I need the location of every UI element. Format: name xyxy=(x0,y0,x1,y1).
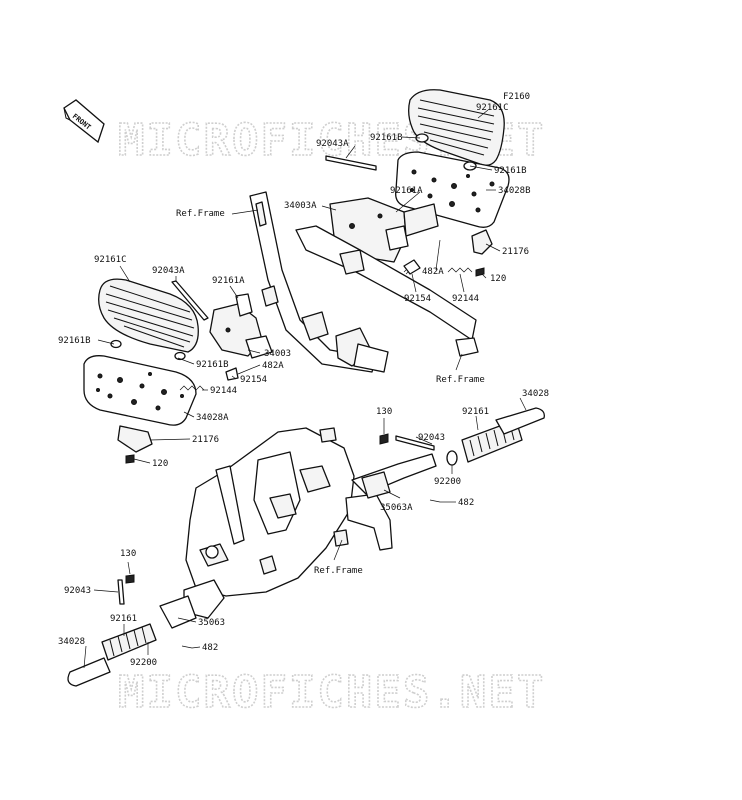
bolt-92154-top xyxy=(403,259,421,275)
callout-482a-top: 482A xyxy=(422,267,444,277)
footpeg-bracket-35063a xyxy=(351,453,437,499)
bolt-130-right xyxy=(379,433,389,445)
bracket-34003 xyxy=(209,293,273,359)
callout-92043a-left: 92043A xyxy=(152,266,185,276)
callout-482-right: 482 xyxy=(458,498,474,508)
cotter-pin-482-right xyxy=(429,499,441,503)
floorboard-left-base xyxy=(83,355,197,426)
callout-35063: 35063 xyxy=(198,618,225,628)
callout-482a-left: 482A xyxy=(262,361,284,371)
bracket-21176-right xyxy=(471,229,493,255)
bolt-92154-left xyxy=(225,367,239,381)
front-arrow-icon: FRONT xyxy=(63,99,105,144)
callout-92161-left: 92161 xyxy=(110,614,137,624)
pin-92043a-left xyxy=(171,280,209,321)
footpeg-34028-left xyxy=(67,657,111,687)
callout-92161a-left: 92161A xyxy=(212,276,245,286)
callout-92161c-right: 92161C xyxy=(476,103,509,113)
cotter-pin-482-left xyxy=(181,645,193,649)
spring-92144-top xyxy=(447,267,473,273)
callout-92161b-right-top: 92161B xyxy=(370,133,403,143)
pin-92043a-top xyxy=(325,155,377,171)
callout-ref-frame-right: Ref.Frame xyxy=(436,375,485,385)
footpeg-34028-right xyxy=(495,407,545,435)
washer-92200-right xyxy=(446,450,458,466)
frame-lower xyxy=(183,427,393,619)
callout-92043-left: 92043 xyxy=(64,586,91,596)
footpeg-rubber-92161-left xyxy=(101,623,157,661)
callout-92200-left: 92200 xyxy=(130,658,157,668)
callout-92161c-left: 92161C xyxy=(94,255,127,265)
callout-ref-frame-lower: Ref.Frame xyxy=(314,566,363,576)
bolt-130-left xyxy=(125,574,135,584)
pin-92043-right xyxy=(395,435,435,451)
callout-92144-left: 92144 xyxy=(210,386,237,396)
watermark-bottom: MICROFICHES.NET xyxy=(118,667,545,718)
callout-130-left: 130 xyxy=(120,549,136,559)
frame-upper xyxy=(249,191,479,373)
bracket-34003a xyxy=(329,197,439,263)
callout-120-right: 120 xyxy=(490,274,506,284)
callout-92200-right: 92200 xyxy=(434,477,461,487)
floorboard-left-pad xyxy=(98,278,199,353)
callout-92154-top: 92154 xyxy=(404,294,431,304)
callout-34003: 34003 xyxy=(264,349,291,359)
callout-92043a-top: 92043A xyxy=(316,139,349,149)
callout-130-right: 130 xyxy=(376,407,392,417)
callout-92043-right: 92043 xyxy=(418,433,445,443)
callout-34028a: 34028A xyxy=(196,413,229,423)
callout-92154-left: 92154 xyxy=(240,375,267,385)
bracket-21176-left xyxy=(117,425,153,453)
callout-92161b-left-top: 92161B xyxy=(58,336,91,346)
floorboard-right-pad xyxy=(408,89,505,166)
diagram-code: F2160 xyxy=(503,92,530,102)
leader-lines xyxy=(83,109,527,669)
callout-482-left: 482 xyxy=(202,643,218,653)
callout-21176-right: 21176 xyxy=(502,247,529,257)
spring-92144-left xyxy=(179,385,205,391)
rubber-damper-left xyxy=(110,339,186,361)
callout-ref-frame-upper: Ref.Frame xyxy=(176,209,225,219)
callout-92161b-left: 92161B xyxy=(196,360,229,370)
callout-92161-right: 92161 xyxy=(462,407,489,417)
callout-34003a: 34003A xyxy=(284,201,317,211)
callout-34028b: 34028B xyxy=(498,186,531,196)
callout-35063a: 35063A xyxy=(380,503,413,513)
pin-92043-left xyxy=(117,579,125,605)
callout-labels: 92161C 92161B 92043A 92161B 34028B 92161… xyxy=(58,103,549,668)
bolt-120-left xyxy=(125,454,135,464)
callout-92144-top: 92144 xyxy=(452,294,479,304)
callout-92161a-top: 92161A xyxy=(390,186,423,196)
callout-21176-left: 21176 xyxy=(192,435,219,445)
callout-34028-right: 34028 xyxy=(522,389,549,399)
callout-120-left: 120 xyxy=(152,459,168,469)
callout-92161b-right: 92161B xyxy=(494,166,527,176)
callout-34028-left: 34028 xyxy=(58,637,85,647)
